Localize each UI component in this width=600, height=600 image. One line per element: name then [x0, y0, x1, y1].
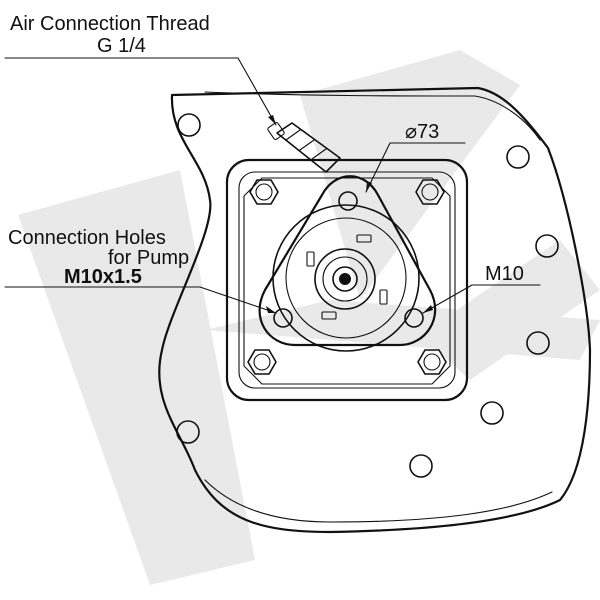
corner-bolt	[247, 349, 277, 375]
connection-holes-thread-size: M10x1.5	[64, 266, 142, 288]
drive-shaft	[306, 234, 388, 320]
corner-bolt	[417, 349, 447, 375]
connection-hole-right	[404, 308, 424, 328]
diameter-label: ⌀73	[405, 121, 439, 143]
plate-edge-bottom	[204, 479, 553, 523]
annotation-leaders	[4, 57, 541, 314]
air-connection-fitting	[267, 122, 341, 173]
corner-bolt	[415, 179, 445, 205]
watermark-logo	[18, 50, 600, 585]
m10-label: M10	[485, 263, 524, 285]
connection-holes-label: Connection Holes	[8, 227, 166, 249]
bolt-hole	[480, 401, 504, 425]
connection-holes-label-line2: for Pump	[108, 247, 189, 269]
connection-hole-top	[338, 191, 358, 211]
flange-ring-d73	[272, 204, 420, 352]
triangular-pump-flange	[258, 175, 437, 347]
housing-diagonal-web	[243, 177, 451, 385]
bolt-hole	[409, 454, 433, 478]
outer-flange-plate	[158, 86, 592, 534]
flange-inner-ring	[285, 217, 407, 339]
pump-housing-inner	[238, 171, 456, 389]
bolt-hole	[177, 113, 201, 137]
perimeter-bolt-holes	[176, 113, 559, 478]
air-connection-thread-size: G 1/4	[97, 35, 146, 57]
bolt-hole	[176, 420, 200, 444]
pump-housing-outer	[225, 158, 469, 402]
bolt-hole	[506, 145, 530, 169]
connection-hole-left	[273, 308, 293, 328]
corner-bolt	[249, 179, 279, 205]
air-connection-label: Air Connection Thread	[10, 13, 210, 35]
inner-plate-edge	[204, 91, 541, 141]
bolt-hole	[526, 331, 550, 355]
bolt-hole	[535, 234, 559, 258]
